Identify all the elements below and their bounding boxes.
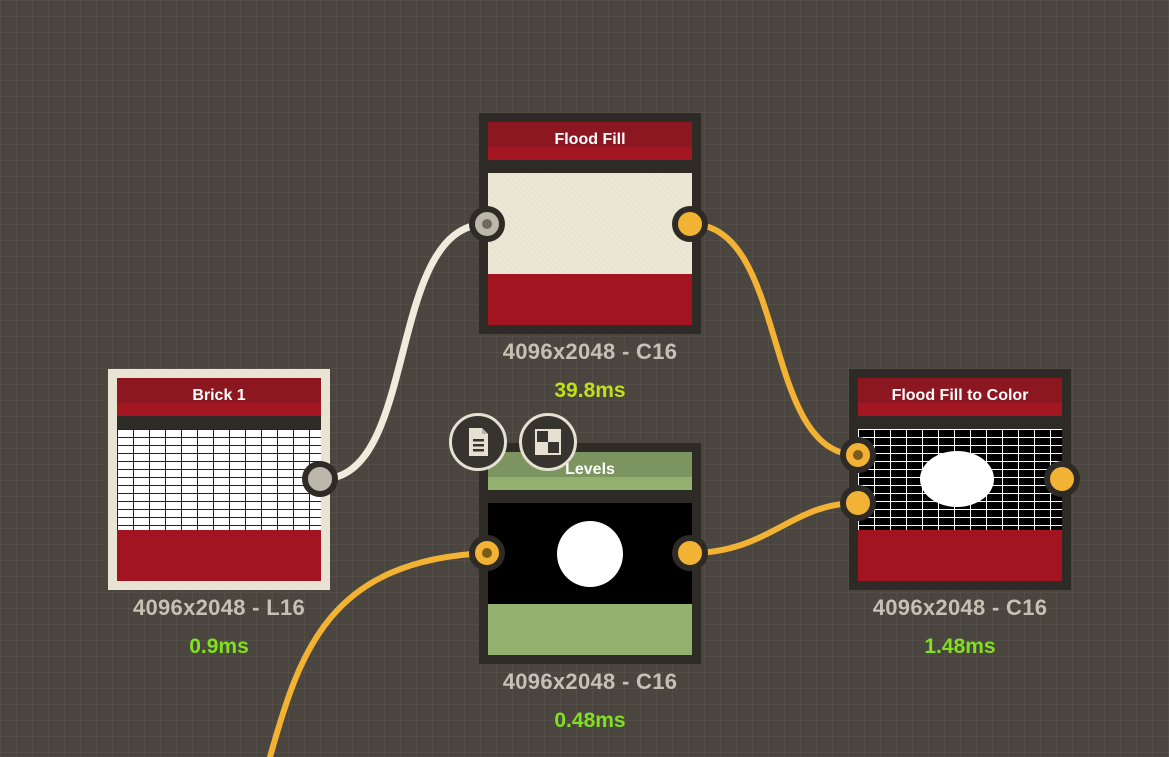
node-cook-time: 1.48ms [924,635,996,658]
node-flood-fill[interactable]: Flood Fill [479,113,701,334]
wire-levels-to-color[interactable] [687,500,861,556]
flood-fill-input-port[interactable] [469,206,505,242]
node-footer [488,604,692,655]
wire-brick-to-flood-fill[interactable] [318,220,491,483]
node-cook-time: 0.9ms [189,635,249,658]
node-resolution: 4096x2048 - C16 [502,669,678,694]
node-cook-time: 0.48ms [554,709,626,732]
color-output-port[interactable] [1044,461,1080,497]
node-resolution: 4096x2048 - C16 [502,339,678,364]
node-title: Flood Fill to Color [891,387,1029,404]
levels-input-port[interactable] [469,535,505,571]
brick-output-port[interactable] [302,461,338,497]
node-preview [488,173,692,275]
node-flood-fill-to-color[interactable]: Flood Fill to Color [849,369,1071,590]
checker-preview-icon[interactable] [519,413,577,471]
color-input-port-1[interactable] [840,437,876,473]
wire-flood-fill-to-color[interactable] [687,221,861,458]
node-levels[interactable]: Levels [479,443,701,664]
node-title: Flood Fill [554,131,626,148]
flood-fill-output-port[interactable] [672,206,708,242]
node-footer [117,530,321,581]
node-resolution: 4096x2048 - L16 [132,595,306,620]
node-preview [858,429,1062,531]
node-preview [488,503,692,605]
wire-into-levels[interactable] [267,550,490,757]
node-brick-1[interactable]: Brick 1 [108,369,330,590]
node-header: Levels [488,452,692,490]
node-header: Flood Fill [488,122,692,160]
node-header: Brick 1 [117,378,321,416]
color-input-port-2[interactable] [840,485,876,521]
node-cook-time: 39.8ms [554,379,626,402]
node-preview [117,429,321,531]
preview-circle [557,521,623,587]
preview-blob [920,451,994,507]
node-title: Levels [565,461,615,478]
node-footer [488,274,692,325]
node-footer [858,530,1062,581]
node-header: Flood Fill to Color [858,378,1062,416]
node-title: Brick 1 [192,387,246,404]
document-list-icon[interactable] [449,413,507,471]
levels-output-port[interactable] [672,535,708,571]
node-resolution: 4096x2048 - C16 [872,595,1048,620]
